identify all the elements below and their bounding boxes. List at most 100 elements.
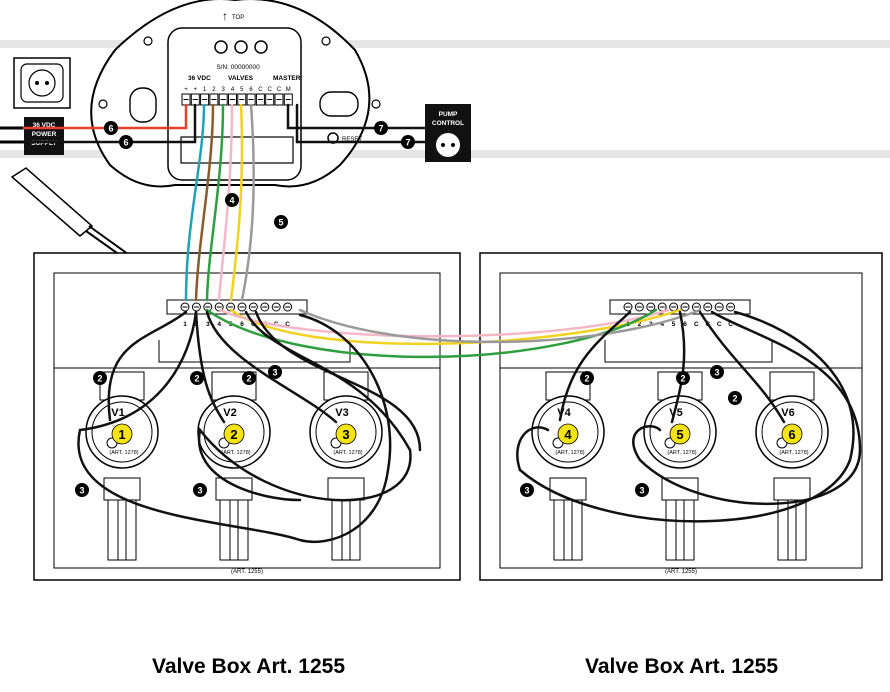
- wall-outlet: [13, 57, 71, 109]
- lead-common-left: [77, 310, 392, 544]
- power-supply-label-3: SUPPLY: [31, 140, 57, 147]
- mount-hole-icon: [321, 36, 331, 46]
- mount-hole-icon: [98, 99, 108, 109]
- terminal-label: 1: [183, 321, 187, 328]
- screw-icon: [214, 40, 228, 54]
- manifold-outline: [158, 340, 351, 363]
- callout-badge: [119, 135, 133, 149]
- wire-power-negative: [22, 103, 197, 144]
- valve-box-inner: [499, 272, 863, 569]
- valve-name: V3: [335, 407, 348, 419]
- controller-terminal-label: C: [277, 87, 282, 93]
- callout-badge: [193, 483, 207, 497]
- valve-number-badge: [557, 423, 579, 445]
- callout-badge: [635, 483, 649, 497]
- lead-common-right-2: [516, 310, 855, 523]
- screw-icon: [234, 40, 248, 54]
- wire-valve-6: [240, 103, 255, 302]
- terminal-label: C: [285, 321, 290, 328]
- callout-badge: [520, 483, 534, 497]
- terminal-label: C: [262, 321, 267, 328]
- up-arrow-icon: ↑: [222, 9, 228, 23]
- callout-number: 6: [108, 124, 113, 134]
- callout-number: 3: [197, 486, 202, 496]
- wire-bridge-gray: [298, 308, 702, 344]
- power-supply: 36 VDC POWER SUPPLY: [0, 117, 64, 155]
- controller-terminal-label: 4: [231, 87, 235, 93]
- power-supply-label-1: 36 VDC: [33, 122, 56, 129]
- caption-right: Valve Box Art. 1255: [585, 655, 778, 678]
- terminal-label: 2: [638, 321, 642, 328]
- wire-valve-2: [194, 103, 215, 302]
- mount-hole-icon: [143, 36, 153, 46]
- valve-art-label: (ART. 1278): [333, 450, 362, 456]
- valve-art-label: (ART. 1278): [555, 450, 584, 456]
- callout-number: 3: [639, 486, 644, 496]
- callout-number: 3: [79, 486, 84, 496]
- valve-art-label: (ART. 1278): [667, 450, 696, 456]
- group-label-36vdc: 36 VDC: [188, 75, 211, 82]
- top-label: TOP: [232, 15, 244, 21]
- valve-pipe: [331, 499, 361, 561]
- wire-valve-3: [205, 103, 225, 302]
- callout-badge: [190, 371, 204, 385]
- callout-number: 2: [680, 374, 685, 384]
- terminal-label: 5: [672, 321, 676, 328]
- lead-v2: [194, 310, 226, 424]
- valve-pipe: [107, 499, 137, 561]
- wire-valve-1: [184, 103, 206, 302]
- callout-number: 3: [714, 368, 719, 378]
- screw-icon: [254, 40, 268, 54]
- callout-badge: [401, 135, 415, 149]
- callout-badge: [225, 193, 239, 207]
- valve-base: [549, 477, 587, 501]
- wire-valve-4: [217, 103, 234, 302]
- lead-v3: [205, 310, 338, 424]
- valve-name: V6: [781, 407, 794, 419]
- lead-v1: [107, 310, 188, 422]
- valve-box-art-label: (ART. 1255): [665, 569, 697, 575]
- callout-badge: [710, 365, 724, 379]
- callout-number: 7: [405, 138, 410, 148]
- valve-art-label: (ART. 1278): [779, 450, 808, 456]
- lead-v6: [698, 310, 786, 424]
- mount-hole-icon: [371, 99, 381, 109]
- lead-common-3: [254, 310, 422, 452]
- valve-number: 2: [230, 427, 237, 442]
- valve-number-badge: [223, 423, 245, 445]
- callout-number: 2: [584, 374, 589, 384]
- power-supply-label-2: POWER: [32, 131, 57, 138]
- wire-common-pump: [295, 103, 427, 144]
- controller-terminal-label: 6: [249, 87, 253, 93]
- valve-art-label: (ART. 1278): [109, 450, 138, 456]
- terminal-label: 4: [660, 321, 664, 328]
- knockout-left: [129, 87, 157, 123]
- valve-box-art-label: (ART. 1255): [231, 569, 263, 575]
- manifold-outline: [604, 340, 773, 363]
- valve-pipe: [777, 499, 807, 561]
- controller-terminal-label: 1: [203, 87, 207, 93]
- callout-number: 3: [272, 368, 277, 378]
- callout-badge: [75, 483, 89, 497]
- valve-pipe: [665, 499, 695, 561]
- terminal-label: C: [694, 321, 699, 328]
- callout-badge: [104, 121, 118, 135]
- terminal-label: C: [717, 321, 722, 328]
- wires: [22, 103, 862, 544]
- controller-terminal-label: 3: [222, 87, 226, 93]
- callout-badge: [268, 365, 282, 379]
- pump-control-label-1: PUMP: [439, 111, 458, 118]
- controller-terminal-label: +: [194, 87, 198, 93]
- terminal-label: C: [728, 321, 733, 328]
- valve-number: 5: [676, 427, 683, 442]
- controller-terminal-label: C: [258, 87, 263, 93]
- callout-number: 2: [97, 374, 102, 384]
- controller-terminal-block: [181, 93, 293, 106]
- callout-number: 2: [246, 374, 251, 384]
- controller-terminal-label: 2: [212, 87, 216, 93]
- callout-number: 2: [194, 374, 199, 384]
- reset-label: RESET: [342, 137, 362, 143]
